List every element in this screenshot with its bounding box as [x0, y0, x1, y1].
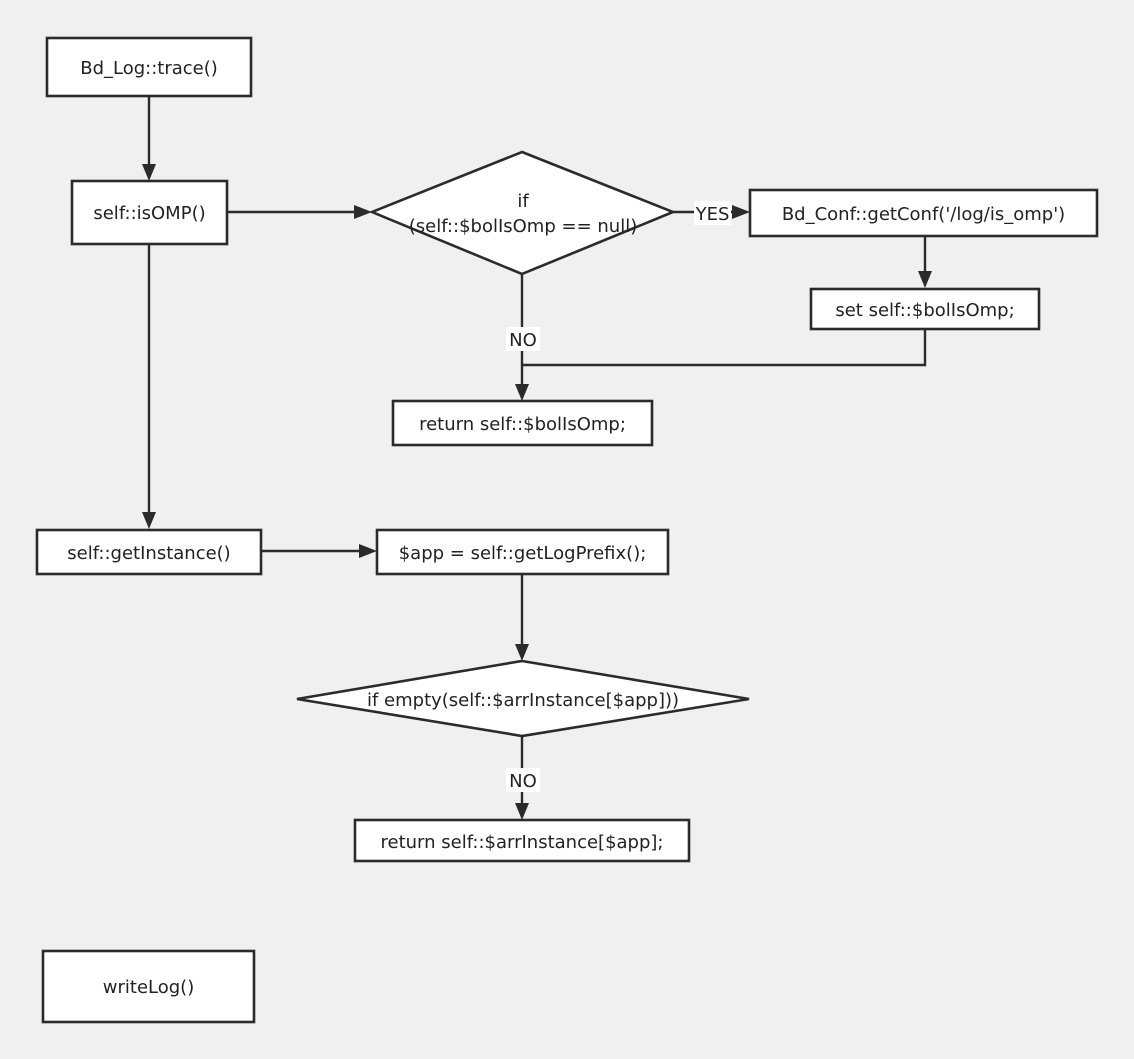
node-get-instance[interactable]: self::getInstance(): [35, 528, 263, 576]
arrowhead: [142, 164, 156, 181]
arrowhead: [918, 271, 932, 288]
node-label: Bd_Conf::getConf('/log/is_omp'): [782, 204, 1065, 225]
node-set-omp[interactable]: set self::$bolIsOmp;: [809, 287, 1041, 331]
edge-label-bg: [506, 327, 540, 351]
edge-label-no-2: NO: [506, 768, 540, 792]
node-label: $app = self::getLogPrefix();: [399, 543, 647, 564]
edge-set-to-return: [522, 329, 927, 367]
edge-label-yes: YES: [694, 201, 731, 225]
arrowhead: [515, 803, 529, 820]
arrowhead: [142, 512, 156, 529]
arrowhead: [515, 644, 529, 661]
edge-label-text: NO: [509, 330, 537, 351]
arrowhead: [732, 205, 750, 219]
node-get-conf[interactable]: Bd_Conf::getConf('/log/is_omp'): [748, 188, 1099, 238]
node-label: if empty(self::$arrInstance[$app])): [367, 690, 679, 711]
node-trace[interactable]: Bd_Log::trace(): [45, 36, 253, 98]
node-return-instance[interactable]: return self::$arrInstance[$app];: [353, 818, 691, 863]
node-log-prefix[interactable]: $app = self::getLogPrefix();: [375, 528, 670, 576]
arrowhead: [354, 205, 372, 219]
node-label-line1: if: [517, 191, 529, 212]
node-label: writeLog(): [103, 977, 194, 998]
node-label: Bd_Log::trace(): [80, 58, 218, 79]
edge-label-text: NO: [509, 771, 537, 792]
node-label: set self::$bolIsOmp;: [835, 300, 1014, 321]
node-if-null[interactable]: if (self::$bolIsOmp == null): [368, 150, 677, 276]
node-is-omp[interactable]: self::isOMP(): [70, 179, 229, 246]
node-label-line2: (self::$bolIsOmp == null): [409, 216, 637, 237]
node-label: return self::$bolIsOmp;: [419, 414, 626, 435]
arrowhead: [359, 544, 377, 558]
node-label: return self::$arrInstance[$app];: [380, 832, 663, 853]
arrowhead: [515, 384, 529, 401]
edge-label-bg: [506, 768, 540, 792]
node-if-empty[interactable]: if empty(self::$arrInstance[$app])): [296, 659, 750, 738]
edge-label-no-1: NO: [506, 327, 540, 351]
node-label: self::isOMP(): [93, 203, 205, 224]
node-label: self::getInstance(): [67, 543, 230, 564]
edge-label-bg: [694, 201, 731, 225]
edge-label-text: YES: [695, 204, 730, 225]
node-return-omp[interactable]: return self::$bolIsOmp;: [391, 399, 654, 447]
node-write-log[interactable]: writeLog(): [41, 949, 256, 1024]
